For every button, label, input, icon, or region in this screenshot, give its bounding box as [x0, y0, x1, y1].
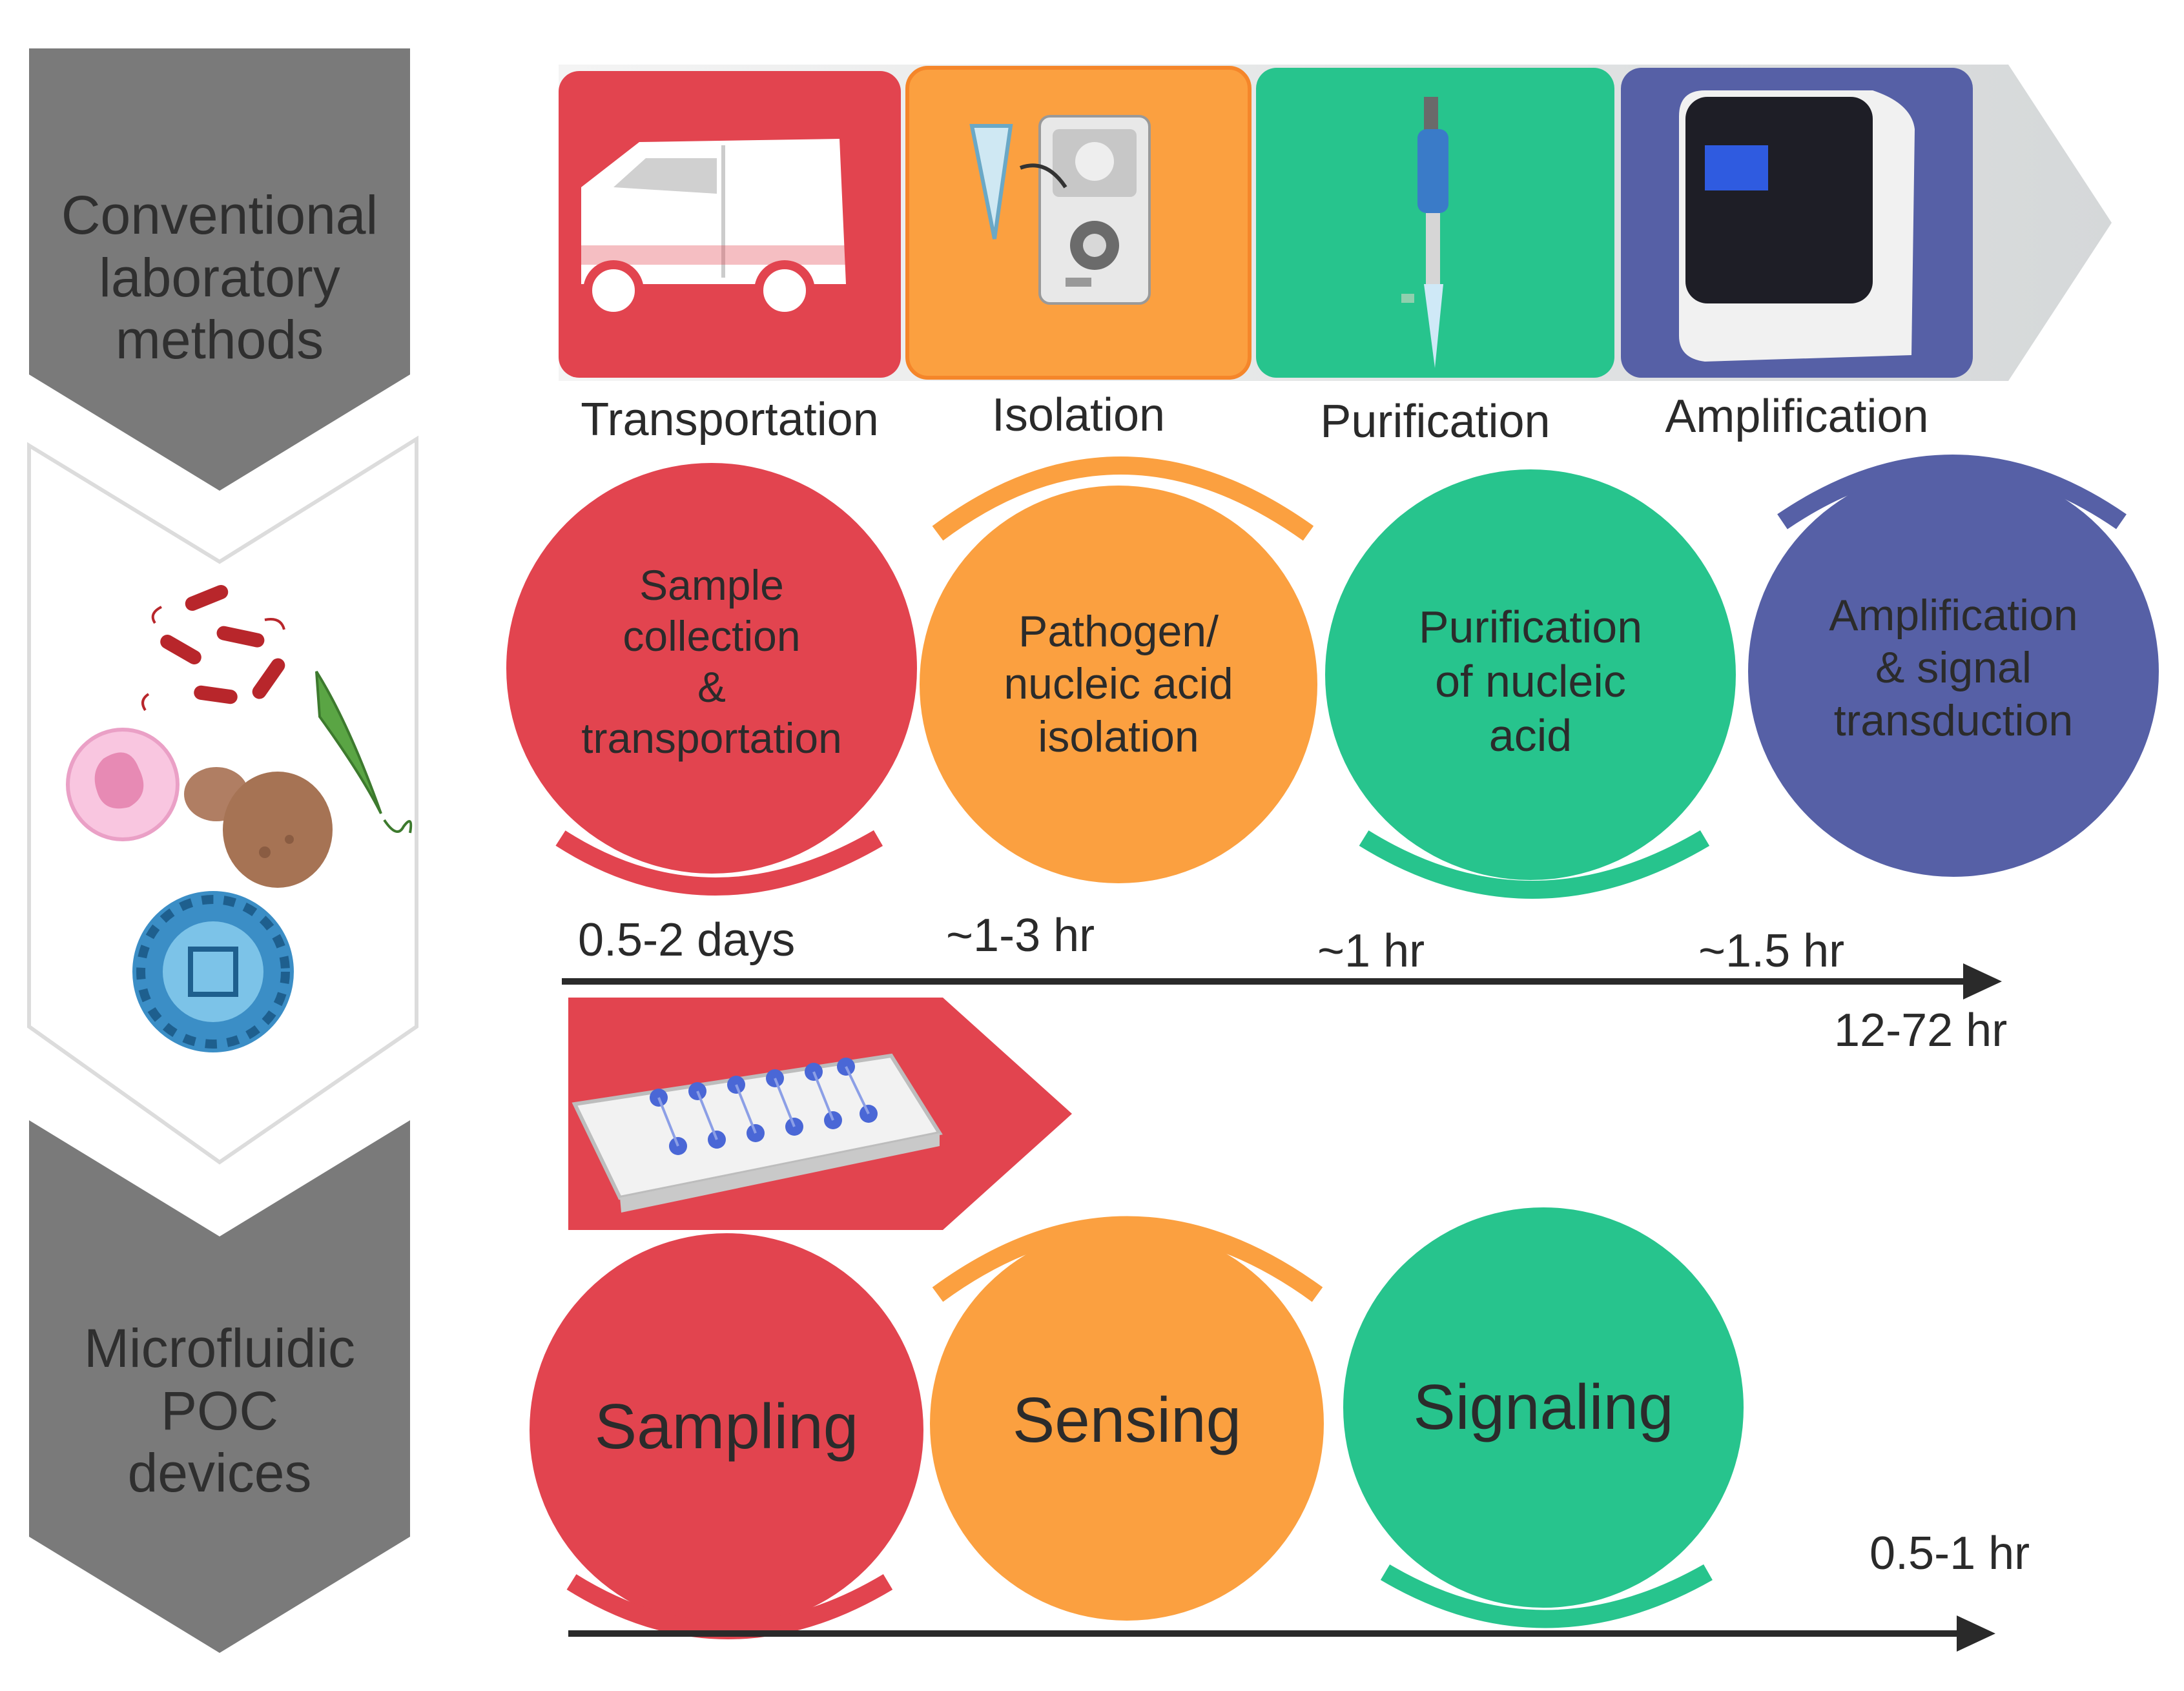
fungi-icon: [184, 767, 333, 888]
purification-text: Purification of nucleic acid: [1418, 602, 1643, 761]
signaling-circle: [1343, 1207, 1744, 1608]
conventional-total-time: 12-72 hr: [1834, 1005, 2008, 1056]
step-label-transportation: Transportation: [581, 394, 879, 446]
sample-collection-circle: [506, 463, 917, 874]
time-amplification: ~1.5 hr: [1698, 925, 1845, 977]
sensing-arc: [932, 1216, 1323, 1302]
centrifuge-icon: [969, 115, 1151, 305]
step-label-purification: Purification: [1320, 396, 1550, 447]
amplification-arc: [1777, 455, 2127, 529]
step-label-isolation: Isolation: [991, 389, 1166, 441]
purification-arc: [1359, 830, 1710, 899]
thermocycler-icon: [1679, 90, 1915, 362]
virus-icon: [132, 891, 294, 1052]
microfluidic-poc-label: Microfluidic POC devices: [83, 1318, 356, 1504]
time-purification: ~1 hr: [1317, 925, 1425, 977]
sensing-text: Sensing: [1012, 1384, 1242, 1456]
signaling-arc: [1380, 1564, 1713, 1628]
signaling-text: Signaling: [1413, 1371, 1674, 1443]
cell-icon: [66, 728, 180, 841]
sample-collection-arc: [555, 830, 883, 896]
sampling-text: Sampling: [594, 1391, 859, 1462]
isolation-circle: [920, 486, 1317, 883]
purification-circle: [1325, 469, 1736, 880]
isolation-text: Pathogen/ nucleic acid isolation: [1004, 606, 1233, 761]
sensing-circle: [930, 1227, 1324, 1621]
amplification-circle: [1748, 466, 2159, 877]
poc-timeline-head: [1957, 1615, 1995, 1652]
microfluidic-chevron: [29, 1120, 410, 1653]
van-icon: [575, 139, 849, 321]
amplification-text: Amplification & signal transduction: [1829, 590, 2078, 745]
step-label-amplification: Amplification: [1665, 391, 1929, 442]
pipette-icon: [1401, 97, 1448, 368]
time-isolation: ~1-3 hr: [946, 910, 1095, 961]
isolation-arc: [932, 456, 1314, 541]
conventional-timeline-head: [1963, 963, 2002, 999]
time-sample-collection: 0.5-2 days: [578, 914, 796, 966]
conventional-chevron: [29, 48, 410, 491]
conventional-methods-label: Conventional laboratory methods: [61, 185, 378, 371]
sampling-circle: [530, 1233, 923, 1627]
bacteria-icon: [141, 585, 285, 712]
parasite-icon: [315, 670, 413, 834]
poc-total-time: 0.5-1 hr: [1870, 1528, 2030, 1579]
microfluidic-chip-icon: [572, 1053, 943, 1213]
sample-collection-text: Sample collection & transportation: [581, 560, 842, 763]
